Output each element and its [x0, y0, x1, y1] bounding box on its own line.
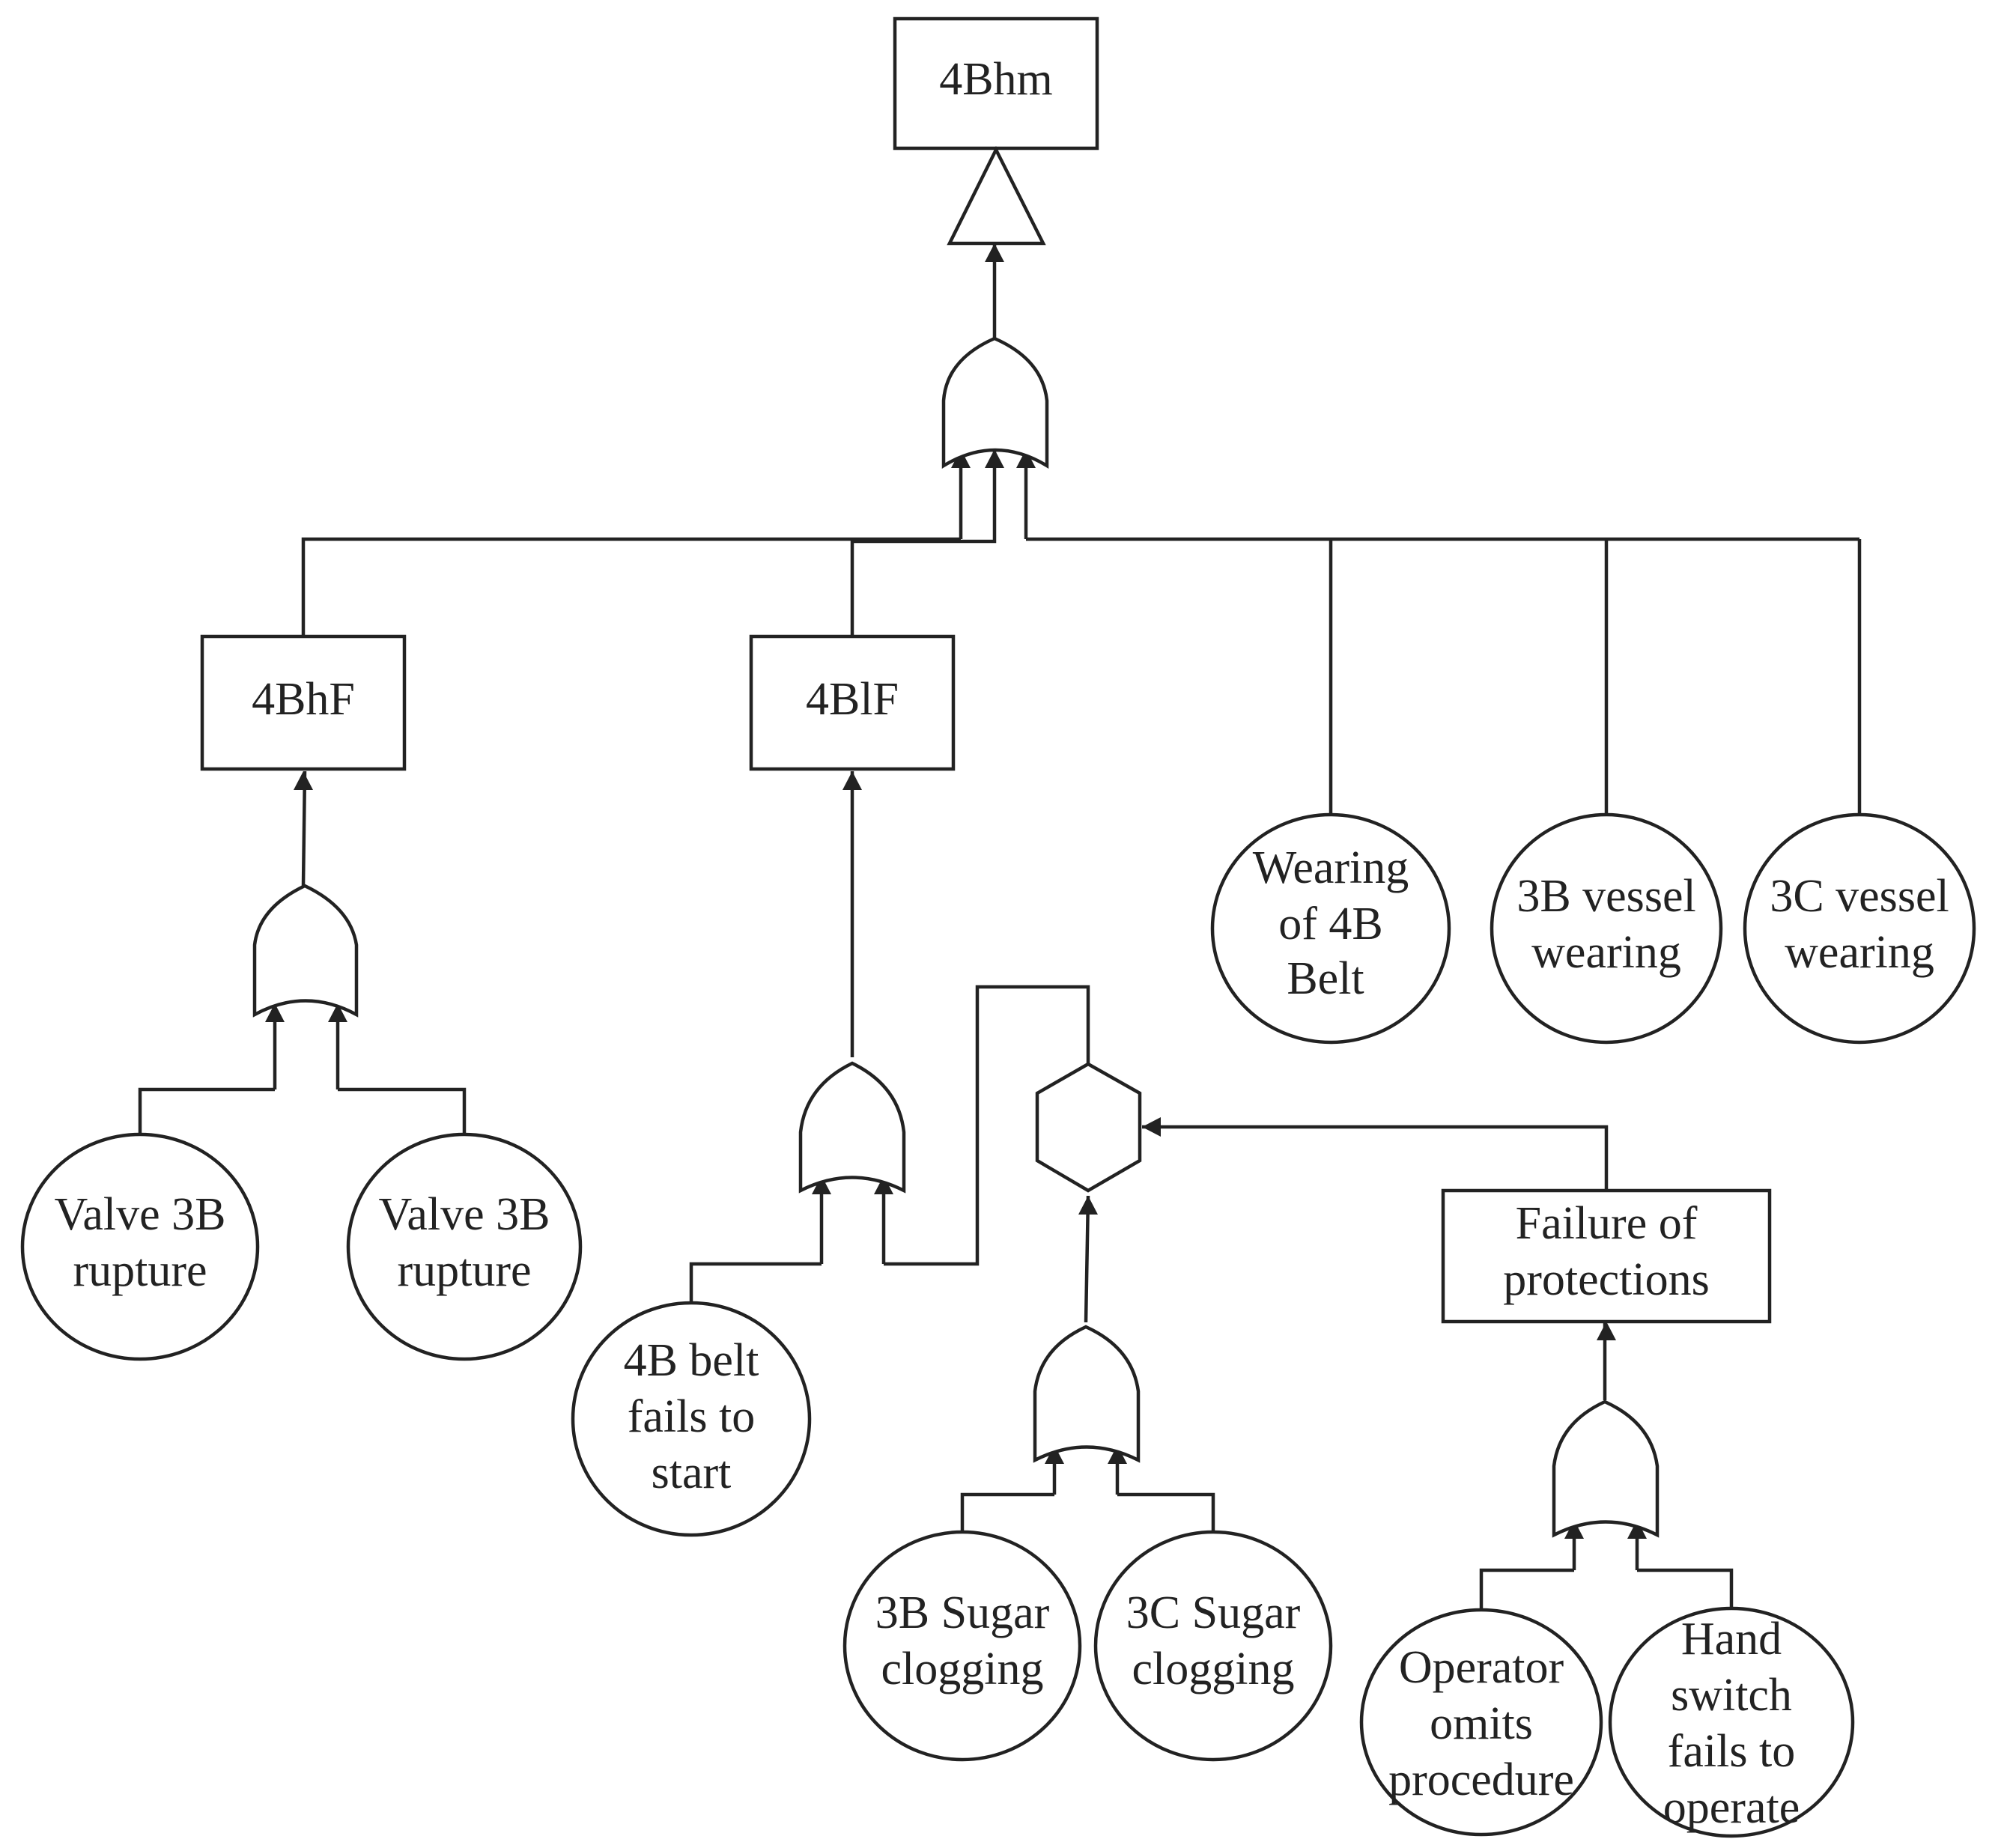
arrow-4bhf-input	[294, 771, 313, 790]
vessel-3b-line-2: wearing	[1531, 927, 1681, 978]
event-4blf-label: 4BlF	[806, 674, 899, 725]
top-event-label: 4Bhm	[939, 54, 1053, 105]
arrow-protections-gate-in-2	[1627, 1520, 1647, 1539]
arrow-sugar-gate-in-1	[1045, 1445, 1064, 1464]
wearing-belt-line-3: Belt	[1287, 953, 1364, 1004]
hand-switch-line-2: switch	[1671, 1670, 1792, 1721]
valve-a-line-1: Valve 3B	[54, 1189, 225, 1240]
event-failure-of-protections: Failure of protections	[1441, 1188, 1772, 1324]
sugar-3b-line-2: clogging	[881, 1644, 1044, 1694]
basic-event-wearing-4b-belt: Wearing of 4B Belt	[1210, 812, 1451, 1045]
arrow-triangle-input	[985, 243, 1004, 262]
valve-b-line-2: rupture	[397, 1245, 531, 1296]
arrow-4blf-gate-in-2	[874, 1176, 893, 1194]
vessel-3c-line-2: wearing	[1785, 927, 1934, 978]
wearing-belt-line-1: Wearing	[1253, 842, 1409, 893]
sugar-3b-line-1: 3B Sugar	[875, 1587, 1050, 1638]
arrow-protections-gate-in-1	[1564, 1520, 1584, 1539]
basic-event-3b-vessel-wearing: 3B vessel wearing	[1490, 812, 1723, 1045]
arrow-4blf-input	[842, 771, 862, 790]
or-gate-4bhf	[252, 884, 359, 1018]
operator-line-2: omits	[1430, 1698, 1533, 1749]
or-gate-top	[941, 336, 1049, 469]
arrow-top-gate-in-3	[1016, 449, 1036, 468]
hand-switch-line-3: fails to	[1668, 1726, 1795, 1777]
valve-b-line-1: Valve 3B	[378, 1189, 550, 1240]
basic-event-valve-3b-rupture-2: Valve 3B rupture	[346, 1132, 583, 1361]
sugar-3c-line-2: clogging	[1132, 1644, 1295, 1694]
operator-line-1: Operator	[1399, 1642, 1564, 1693]
belt-start-line-1: 4B belt	[624, 1335, 759, 1386]
vessel-3b-line-1: 3B vessel	[1516, 871, 1695, 922]
arrow-4blf-gate-in-1	[812, 1176, 831, 1194]
arrow-top-gate-in-2	[985, 449, 1004, 468]
basic-event-4b-belt-fails-to-start: 4B belt fails to start	[571, 1301, 812, 1537]
transfer-triangle-symbol	[947, 145, 1046, 246]
basic-event-3c-vessel-wearing: 3C vessel wearing	[1743, 812, 1976, 1045]
arrowheads	[265, 243, 1647, 1539]
hand-switch-line-4: operate	[1663, 1782, 1800, 1833]
event-4bhf: 4BhF	[200, 634, 407, 771]
valve-a-line-2: rupture	[73, 1245, 207, 1296]
arrow-inhibit-condition	[1142, 1117, 1161, 1137]
vessel-3c-line-1: 3C vessel	[1770, 871, 1949, 922]
top-event: 4Bhm	[893, 16, 1099, 151]
basic-event-3b-sugar-clogging: 3B Sugar clogging	[842, 1530, 1082, 1762]
arrow-4bhf-gate-in-1	[265, 1003, 285, 1022]
belt-start-line-3: start	[652, 1447, 732, 1498]
hand-switch-line-1: Hand	[1681, 1614, 1782, 1665]
event-4blf: 4BlF	[749, 634, 956, 771]
wearing-belt-line-2: of 4B	[1278, 899, 1383, 949]
arrow-4bhf-gate-in-2	[328, 1003, 347, 1022]
belt-start-line-2: fails to	[628, 1391, 755, 1442]
sugar-3c-line-1: 3C Sugar	[1126, 1587, 1301, 1638]
basic-event-hand-switch-fails-to-operate: Hand switch fails to operate	[1608, 1606, 1855, 1838]
failure-protections-line-2: protections	[1503, 1254, 1710, 1305]
arrow-inhibit-input	[1078, 1196, 1098, 1215]
or-gate-sugar	[1033, 1325, 1141, 1463]
basic-event-3c-sugar-clogging: 3C Sugar clogging	[1093, 1530, 1333, 1762]
arrow-sugar-gate-in-2	[1108, 1445, 1127, 1464]
or-gate-protections	[1552, 1399, 1660, 1538]
inhibit-gate-hexagon	[1035, 1062, 1142, 1193]
basic-event-operator-omits-procedure: Operator omits procedure	[1359, 1608, 1603, 1837]
or-gate-4blf	[798, 1061, 906, 1194]
basic-event-valve-3b-rupture-1: Valve 3B rupture	[20, 1132, 260, 1361]
arrow-protections-input	[1597, 1322, 1616, 1340]
event-4bhf-label: 4BhF	[252, 674, 355, 725]
operator-line-3: procedure	[1388, 1754, 1574, 1805]
failure-protections-line-1: Failure of	[1516, 1198, 1698, 1249]
